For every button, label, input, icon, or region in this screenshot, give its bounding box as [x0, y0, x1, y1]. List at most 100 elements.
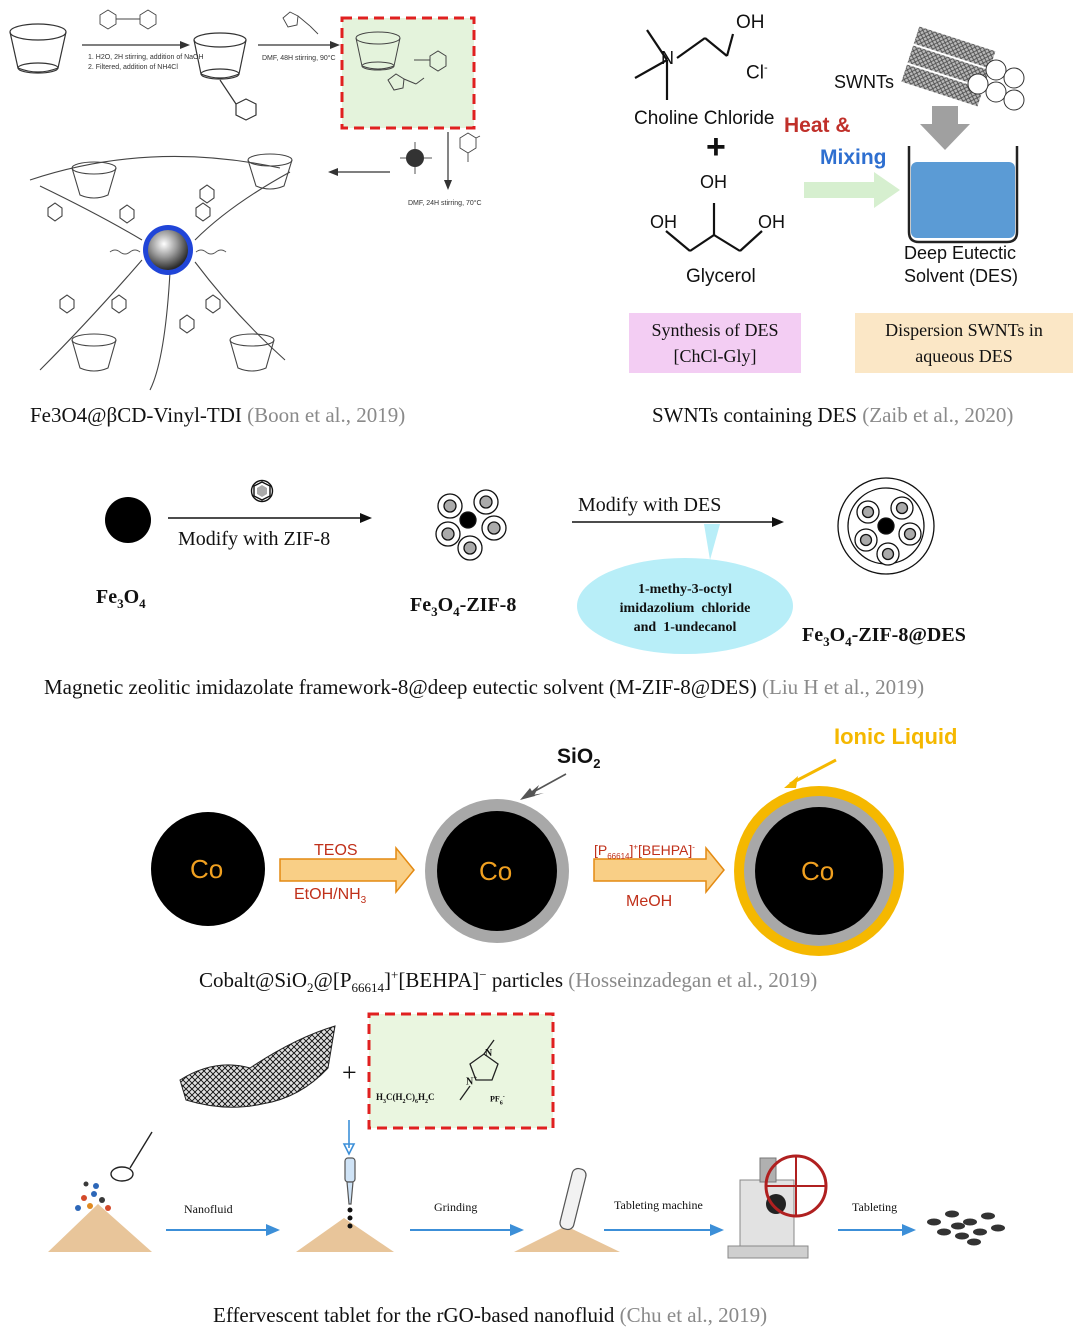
step1-condition-line1: 1. H2O, 2H stirring, addition of NaOH: [88, 54, 204, 61]
zif8-unit-icon: [250, 479, 274, 503]
bubble-line3: and 1-undecanol: [633, 620, 737, 635]
choline-hydroxyl: OH: [736, 12, 765, 33]
dispersion-line2: aqueous DES: [915, 346, 1013, 366]
des-components-bubble: 1-methy-3-octyl imidazolium chloride and…: [577, 558, 793, 654]
caption-panel5-main: Effervescent tablet for the rGO-based na…: [213, 1303, 615, 1327]
fe3o4-zif8-label: Fe3O4-ZIF-8: [410, 594, 517, 619]
caption-panel5: Effervescent tablet for the rGO-based na…: [213, 1303, 767, 1328]
cobalt-core-icon: [151, 812, 265, 926]
tdi-structure: [459, 132, 481, 162]
synthesis-des-line1: Synthesis of DES: [651, 320, 779, 340]
mixed-particles: [75, 1181, 111, 1211]
co-label-2: Co: [479, 856, 513, 886]
chloride-text: Cl: [746, 62, 764, 84]
ionic-formula-label: H3C(H2C)6H2C: [376, 1092, 435, 1105]
graphene-sheet-icon: [179, 1025, 336, 1108]
synthesis-des-line2: [ChCl-Gly]: [673, 346, 757, 366]
cyclodextrin-imidazolium: [355, 31, 447, 91]
caption-panel3-main: Magnetic zeolitic imidazolate framework-…: [44, 675, 757, 699]
solvent-beaker-icon: [907, 146, 1019, 244]
glycerol-label: Glycerol: [686, 266, 756, 287]
fe3o4-zif8-des-icon: [837, 477, 935, 575]
tosyl-reagent-structure: [99, 9, 157, 30]
glycerol-oh-top: OH: [700, 172, 727, 192]
grinding-label: Grinding: [434, 1200, 478, 1214]
co-label-3: Co: [801, 856, 835, 886]
sio2-label: SiO2: [557, 745, 601, 772]
caption-panel1-main: Fe3O4@βCD-Vinyl-TDI: [30, 403, 242, 427]
cyclodextrin-tosyl: [193, 32, 257, 121]
pf6-label: PF6-: [490, 1094, 505, 1107]
imidazolium-ring: [459, 1039, 499, 1101]
fe3o4-zif8-des-label: Fe3O4-ZIF-8@DES: [802, 624, 966, 649]
tableting-machine-label: Tableting machine: [614, 1198, 703, 1212]
bcd-synthesis-scheme: [9, 9, 481, 391]
modify-zif8-label: Modify with ZIF-8: [178, 528, 331, 550]
teos-arrow: [279, 845, 415, 895]
pestle-icon: [559, 1167, 587, 1231]
des-label-line2: Solvent (DES): [904, 266, 1019, 286]
cobalt-scheme: [151, 758, 904, 956]
glycerol-oh-right: OH: [758, 212, 785, 232]
caption-panel1-citation: (Boon et al., 2019): [247, 403, 406, 427]
bubble-line1: 1-methy-3-octyl: [637, 582, 733, 597]
fe3o4-hydroxyl-particle: [400, 142, 432, 174]
dispersion-line1: Dispersion SWNTs in: [885, 320, 1043, 340]
des-label-line1: Deep Eutectic: [904, 243, 1017, 263]
mixing-arrow: [804, 172, 900, 208]
plus-sign: +: [342, 1058, 357, 1087]
cyclodextrin-start: [9, 23, 67, 74]
mixing-label: Mixing: [820, 146, 887, 169]
heat-label: Heat &: [784, 114, 851, 137]
tableting-label: Tableting: [852, 1200, 898, 1214]
bubble-line2: imidazolium chloride: [619, 601, 751, 616]
powder-pile-3: [514, 1226, 620, 1252]
choline-nitrogen: N: [661, 48, 674, 68]
zif8-scheme: [105, 477, 935, 575]
bubble-pointer: [704, 524, 720, 560]
ionic-liquid-pointer: [789, 758, 837, 786]
tablets-icon: [927, 1210, 1005, 1246]
product-arms: [29, 153, 293, 391]
powder-pile-1: [48, 1204, 152, 1252]
chloride-ion: Cl-: [746, 62, 768, 84]
swnts-label: SWNTs: [834, 72, 894, 92]
caption-panel5-citation: (Chu et al., 2019): [619, 1303, 768, 1327]
choline-chloride-label: Choline Chloride: [634, 108, 775, 129]
caption-panel3-citation: (Liu H et al., 2019): [762, 675, 925, 699]
il-formula-label: [P66614]+[BEHPA]-: [594, 842, 695, 861]
imidazolium-n2: N+: [466, 1074, 478, 1088]
ionic-liquid-structure-box: [367, 1012, 555, 1130]
pipette-icon: [344, 1157, 356, 1229]
fe3o4-label: Fe3O4: [96, 586, 146, 611]
powder-pile-2: [296, 1218, 394, 1252]
co-label-1: Co: [190, 854, 224, 884]
meoh-arrow: [593, 845, 725, 895]
caption-panel1: Fe3O4@βCD-Vinyl-TDI (Boon et al., 2019): [30, 403, 405, 428]
caption-panel3: Magnetic zeolitic imidazolate framework-…: [44, 675, 924, 700]
modify-des-label: Modify with DES: [578, 494, 722, 516]
caption-panel2-citation: (Zaib et al., 2020): [862, 403, 1014, 427]
imidazolium-n1: N: [485, 1048, 493, 1059]
tableting-machine-icon: [727, 1154, 828, 1259]
step3-condition: DMF, 24H stirring, 70°C: [408, 200, 482, 207]
nanofluid-label: Nanofluid: [184, 1202, 233, 1216]
step1-condition-line2: 2. Filtered, addition of NH4Cl: [88, 64, 178, 71]
choline-chloride-structure: [634, 29, 735, 100]
magnetic-core-icon: [109, 225, 227, 275]
caption-panel4-main: Cobalt@SiO2@[P66614]+[BEHPA]− particles: [199, 967, 564, 996]
fe3o4-zif8-cluster-icon: [435, 489, 507, 561]
meoh-label: MeOH: [626, 893, 673, 910]
teos-label: TEOS: [314, 842, 358, 859]
spoon-icon: [110, 1131, 153, 1182]
swnt-bundle-icon: [901, 26, 1025, 111]
etoh-nh3-label: EtOH/NH3: [294, 886, 367, 907]
glycerol-structure: [665, 203, 763, 252]
reactant-plus: +: [706, 128, 726, 166]
caption-panel2-main: SWNTs containing DES: [652, 403, 858, 427]
caption-panel4-citation: (Hosseinzadegan et al., 2019): [568, 968, 818, 992]
synthesis-des-box: Synthesis of DES [ChCl-Gly]: [629, 313, 801, 373]
glycerol-oh-left: OH: [650, 212, 677, 232]
caption-panel4: Cobalt@SiO2@[P66614]+[BEHPA]− particles …: [199, 967, 817, 996]
